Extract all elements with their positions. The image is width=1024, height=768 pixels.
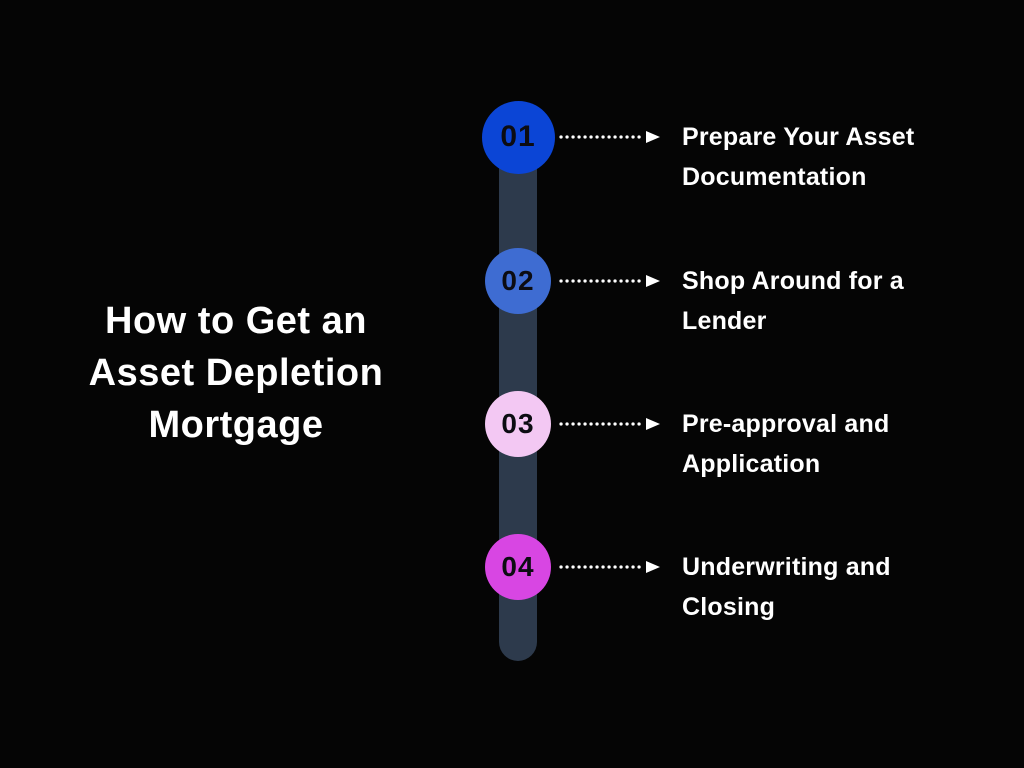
timeline-step-4: 04 Underwriting and Closing bbox=[481, 527, 952, 621]
step-4-number: 04 bbox=[501, 551, 535, 582]
step-1-label: Prepare Your Asset Documentation bbox=[682, 97, 952, 191]
step-2-circle: 02 bbox=[485, 248, 551, 314]
dotted-arrow-icon bbox=[557, 273, 661, 289]
step-label-line: Application bbox=[682, 450, 821, 478]
dotted-arrow-icon bbox=[557, 416, 661, 432]
step-circle-slot: 02 bbox=[481, 241, 555, 321]
step-3-number: 03 bbox=[501, 408, 535, 439]
step-1-number: 01 bbox=[500, 120, 536, 153]
step-label-line: Lender bbox=[682, 307, 767, 335]
page-title-line: Mortgage bbox=[148, 404, 324, 446]
page-title-line: Asset Depletion bbox=[88, 352, 384, 394]
step-label-line: Documentation bbox=[682, 163, 867, 191]
dotted-arrow-icon bbox=[557, 129, 661, 145]
step-1-circle: 01 bbox=[481, 100, 555, 174]
step-3-label: Pre-approval and Application bbox=[682, 384, 952, 478]
step-4-label: Underwriting and Closing bbox=[682, 527, 952, 621]
dotted-arrow-icon bbox=[557, 559, 661, 575]
step-4-circle: 04 bbox=[485, 534, 551, 600]
step-2-label: Shop Around for a Lender bbox=[682, 241, 952, 335]
step-label-line: Shop Around for a bbox=[682, 267, 904, 295]
step-circle-slot: 04 bbox=[481, 527, 555, 607]
step-2-number: 02 bbox=[501, 265, 535, 296]
page-title: How to Get an Asset Depletion Mortgage bbox=[36, 295, 436, 451]
step-circle-slot: 01 bbox=[481, 97, 555, 177]
step-label-line: Closing bbox=[682, 593, 776, 621]
timeline-step-2: 02 Shop Around for a Lender bbox=[481, 241, 952, 335]
step-3-circle: 03 bbox=[485, 391, 551, 457]
timeline-step-3: 03 Pre-approval and Application bbox=[481, 384, 952, 478]
step-label-line: Prepare Your Asset bbox=[682, 123, 915, 151]
page-title-line: How to Get an bbox=[105, 300, 367, 342]
timeline-step-1: 01 Prepare Your Asset Documentation bbox=[481, 97, 952, 191]
step-label-line: Pre-approval and bbox=[682, 410, 890, 438]
step-circle-slot: 03 bbox=[481, 384, 555, 464]
step-label-line: Underwriting and bbox=[682, 553, 891, 581]
